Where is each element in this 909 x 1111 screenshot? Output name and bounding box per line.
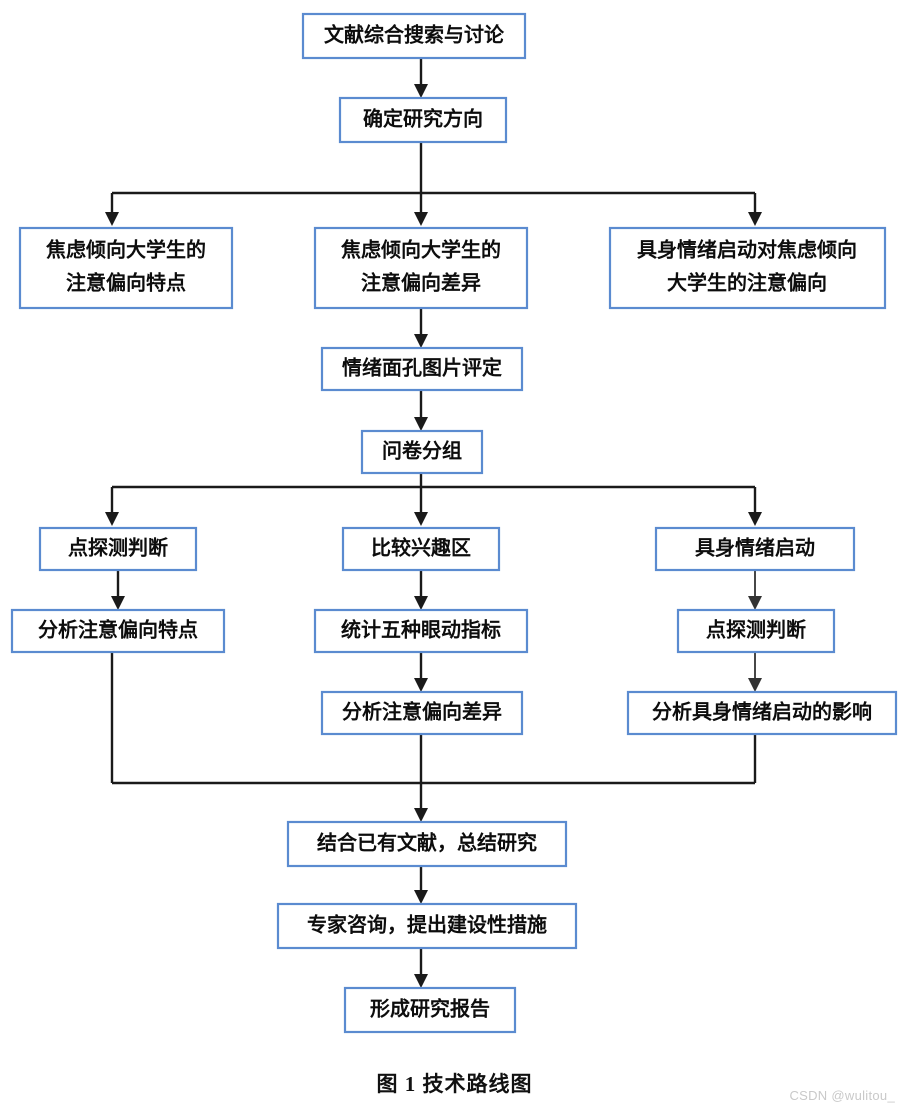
node-label-n15: 分析具身情绪启动的影响 bbox=[652, 700, 872, 724]
node-box-n4 bbox=[313, 226, 529, 310]
node-label-n5-line2: 大学生的注意偏向 bbox=[667, 271, 827, 295]
node-label-n8: 点探测判断 bbox=[68, 536, 168, 560]
node-label-n16: 结合已有文献，总结研究 bbox=[317, 831, 537, 855]
node-box-n16 bbox=[286, 820, 568, 868]
node-label-n18: 形成研究报告 bbox=[370, 997, 490, 1021]
arrow-head-n16 bbox=[414, 808, 428, 822]
node-n12[interactable]: 统计五种眼动指标 bbox=[313, 608, 529, 654]
node-box-n6 bbox=[320, 346, 524, 392]
arrow-head-n8 bbox=[105, 512, 119, 526]
node-label-n17: 专家咨询，提出建设性措施 bbox=[307, 913, 547, 937]
node-n7[interactable]: 问卷分组 bbox=[360, 429, 484, 475]
arrow-head-n5 bbox=[748, 212, 762, 226]
node-box-n5 bbox=[608, 226, 887, 310]
csdn-watermark: CSDN @wulitou_ bbox=[789, 1088, 895, 1103]
arrow-head-n9 bbox=[414, 512, 428, 526]
arrow-head-n18 bbox=[414, 974, 428, 988]
arrow-head-n10 bbox=[748, 512, 762, 526]
node-n17[interactable]: 专家咨询，提出建设性措施 bbox=[276, 902, 578, 950]
arrow-head-n14 bbox=[414, 678, 428, 692]
node-box-n11 bbox=[10, 608, 226, 654]
node-box-n13 bbox=[676, 608, 836, 654]
node-label-n10: 具身情绪启动 bbox=[695, 536, 815, 560]
node-box-n15 bbox=[626, 690, 898, 736]
node-box-n10 bbox=[654, 526, 856, 572]
figure-caption: 图 1 技术路线图 bbox=[376, 1072, 533, 1096]
node-n16[interactable]: 结合已有文献，总结研究 bbox=[286, 820, 568, 868]
arrow-head-n17 bbox=[414, 890, 428, 904]
node-box-n17 bbox=[276, 902, 578, 950]
node-n3[interactable]: 焦虑倾向大学生的 注意偏向特点 bbox=[18, 226, 234, 310]
node-label-n11: 分析注意偏向特点 bbox=[38, 618, 198, 642]
node-box-n14 bbox=[320, 690, 524, 736]
node-n10[interactable]: 具身情绪启动 bbox=[654, 526, 856, 572]
node-label-n5-line1: 具身情绪启动对焦虑倾向 bbox=[637, 238, 857, 262]
arrow-head-n1-n2 bbox=[414, 84, 428, 98]
node-n14[interactable]: 分析注意偏向差异 bbox=[320, 690, 524, 736]
node-box-n9 bbox=[341, 526, 501, 572]
node-label-n4-line1: 焦虑倾向大学生的 bbox=[341, 238, 501, 262]
edge-layer bbox=[105, 58, 762, 988]
node-label-n1: 文献综合搜索与讨论 bbox=[324, 23, 505, 47]
node-box-n7 bbox=[360, 429, 484, 475]
node-n4[interactable]: 焦虑倾向大学生的 注意偏向差异 bbox=[313, 226, 529, 310]
node-n1[interactable]: 文献综合搜索与讨论 bbox=[301, 12, 527, 60]
arrow-head-n13 bbox=[748, 596, 762, 610]
node-box-n2 bbox=[338, 96, 508, 144]
arrow-head-n6 bbox=[414, 334, 428, 348]
arrow-head-n15 bbox=[748, 678, 762, 692]
node-label-n14: 分析注意偏向差异 bbox=[342, 700, 502, 724]
node-box-n1 bbox=[301, 12, 527, 60]
node-label-n9: 比较兴趣区 bbox=[371, 536, 471, 560]
node-n18[interactable]: 形成研究报告 bbox=[343, 986, 517, 1034]
node-box-n3 bbox=[18, 226, 234, 310]
node-label-n13: 点探测判断 bbox=[706, 618, 806, 642]
node-label-n2: 确定研究方向 bbox=[363, 107, 483, 131]
node-n15[interactable]: 分析具身情绪启动的影响 bbox=[626, 690, 898, 736]
arrow-head-n12 bbox=[414, 596, 428, 610]
node-box-n12 bbox=[313, 608, 529, 654]
node-n5[interactable]: 具身情绪启动对焦虑倾向 大学生的注意偏向 bbox=[608, 226, 887, 310]
node-label-n6: 情绪面孔图片评定 bbox=[342, 356, 502, 380]
node-label-n3-line2: 注意偏向特点 bbox=[66, 271, 186, 295]
node-n6[interactable]: 情绪面孔图片评定 bbox=[320, 346, 524, 392]
arrow-head-n7 bbox=[414, 417, 428, 431]
node-box-n18 bbox=[343, 986, 517, 1034]
arrow-head-n3 bbox=[105, 212, 119, 226]
node-n2[interactable]: 确定研究方向 bbox=[338, 96, 508, 144]
node-layer: 文献综合搜索与讨论 确定研究方向 焦虑倾向大学生的 注意偏向特点 焦虑倾向大学生… bbox=[10, 12, 898, 1034]
node-n9[interactable]: 比较兴趣区 bbox=[341, 526, 501, 572]
node-n11[interactable]: 分析注意偏向特点 bbox=[10, 608, 226, 654]
arrow-head-n11 bbox=[111, 596, 125, 610]
node-label-n3-line1: 焦虑倾向大学生的 bbox=[46, 238, 206, 262]
node-label-n7: 问卷分组 bbox=[382, 439, 462, 463]
node-n8[interactable]: 点探测判断 bbox=[38, 526, 198, 572]
node-label-n12: 统计五种眼动指标 bbox=[341, 618, 501, 642]
arrow-head-n4 bbox=[414, 212, 428, 226]
node-box-n8 bbox=[38, 526, 198, 572]
node-label-n4-line2: 注意偏向差异 bbox=[361, 271, 481, 295]
node-n13[interactable]: 点探测判断 bbox=[676, 608, 836, 654]
